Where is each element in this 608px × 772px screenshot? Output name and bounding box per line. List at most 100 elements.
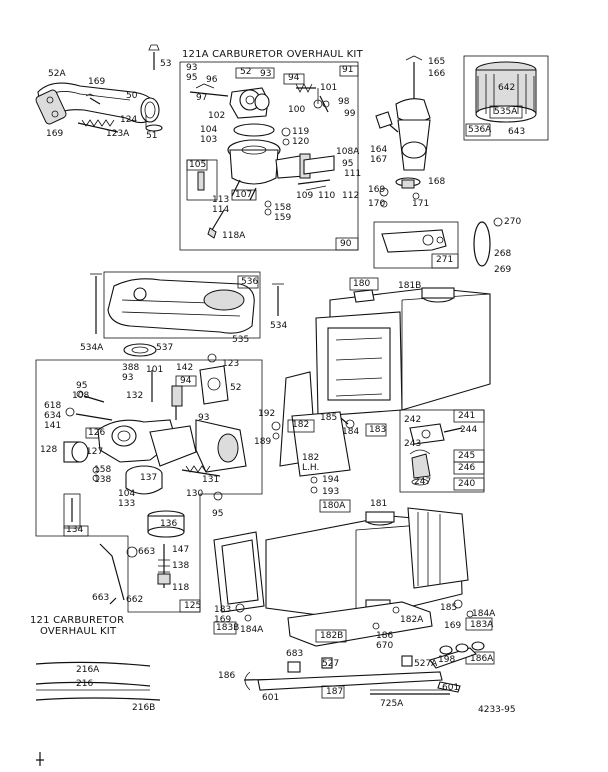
callout-171: 171 [412, 199, 430, 209]
callout-91: 91 [342, 65, 354, 75]
callout-95c: 95 [76, 381, 88, 391]
callout-100: 100 [288, 105, 306, 115]
callout-127: 127 [86, 447, 104, 457]
callout-216b: 216B [132, 703, 156, 713]
callout-101b: 101 [146, 365, 164, 375]
callout-169: 169 [88, 77, 106, 87]
callout-683: 683 [286, 649, 304, 659]
callout-110: 110 [318, 191, 336, 201]
callout-166: 166 [428, 69, 446, 79]
callout-536: 536 [241, 277, 259, 287]
fuel-tank-180 [315, 277, 491, 437]
callout-535: 535 [232, 335, 250, 345]
callout-133: 133 [118, 499, 136, 509]
callout-193: 193 [322, 487, 340, 497]
callout-246: 246 [458, 463, 476, 473]
callout-128: 128 [40, 445, 58, 455]
carburetor-kit-121a [179, 61, 359, 251]
callout-95d: 95 [212, 509, 224, 519]
callout-114: 114 [212, 205, 230, 215]
callout-670: 670 [376, 641, 394, 651]
callout-169e: 169 [444, 621, 462, 631]
callout-167: 167 [370, 155, 388, 165]
callout-388: 388 [122, 363, 140, 373]
callout-99: 99 [344, 109, 356, 119]
callout-50: 50 [126, 91, 138, 101]
callout-108a: 108A [336, 147, 360, 157]
callout-192: 192 [258, 409, 276, 419]
callout-108: 108 [72, 391, 90, 401]
callout-534a: 534A [80, 343, 104, 353]
callout-104: 104 [200, 125, 218, 135]
callout-94: 94 [288, 73, 300, 83]
callout-53: 53 [160, 59, 172, 69]
callout-536a: 536A [468, 125, 492, 135]
callout-271: 271 [436, 255, 454, 265]
callout-105: 105 [189, 160, 207, 170]
callout-537: 537 [156, 343, 174, 353]
callout-183b2: 183B [216, 623, 240, 633]
callout-131: 131 [202, 475, 220, 485]
callout-663: 663 [138, 547, 156, 557]
callout-126: 126 [88, 428, 106, 438]
callout-159: 159 [274, 213, 292, 223]
callout-97: 97 [196, 93, 208, 103]
callout-182-lh: L.H. [302, 463, 320, 473]
carburetor-main [35, 353, 263, 613]
kit-121a-title: 121A CARBURETOR OVERHAUL KIT [182, 49, 363, 60]
callout-165: 165 [428, 57, 446, 67]
callout-184: 184 [342, 427, 360, 437]
fuel-valve-assembly [375, 55, 431, 208]
callout-194: 194 [322, 475, 340, 485]
callout-184a-right: 184A [472, 609, 496, 619]
callout-142: 142 [176, 363, 194, 373]
callout-535a: 535A [494, 107, 518, 117]
callout-51: 51 [146, 131, 158, 141]
callout-130: 130 [186, 489, 204, 499]
fuel-lines [35, 641, 485, 701]
callout-118: 118 [172, 583, 190, 593]
callout-134: 134 [66, 525, 84, 535]
callout-113: 113 [212, 195, 230, 205]
callout-618: 618 [44, 401, 62, 411]
callout-120: 120 [292, 137, 310, 147]
callout-132b: 182 [292, 420, 310, 430]
callout-240: 240 [458, 479, 476, 489]
callout-527a: 527A [414, 659, 438, 669]
callout-138b: 138 [172, 561, 190, 571]
callout-269: 269 [494, 265, 512, 275]
callout-118a: 118A [222, 231, 246, 241]
callout-96: 96 [206, 75, 218, 85]
corner-mark [36, 752, 44, 766]
callout-198: 198 [438, 655, 456, 665]
callout-187: 187 [326, 687, 344, 697]
callout-634: 634 [44, 411, 62, 421]
valve-assembly-240 [399, 409, 485, 493]
callout-642: 642 [498, 83, 516, 93]
callout-168: 168 [428, 177, 446, 187]
bracket-271 [373, 221, 459, 269]
fuel-tank-180a [213, 499, 495, 665]
callout-104b: 104 [118, 489, 136, 499]
callout-244: 244 [460, 425, 478, 435]
callout-662: 662 [126, 595, 144, 605]
callout-138: 138 [94, 475, 112, 485]
callout-95: 95 [186, 73, 198, 83]
callout-182b: 182B [320, 631, 344, 641]
callout-102: 102 [208, 111, 226, 121]
callout-180: 180 [353, 279, 371, 289]
callout-181b: 181B [398, 281, 422, 291]
callout-98: 98 [338, 97, 350, 107]
callout-111: 111 [344, 169, 362, 179]
callout-123a: 123A [106, 129, 130, 139]
air-cleaner-642 [463, 55, 549, 141]
callout-141: 141 [44, 421, 62, 431]
callout-94b: 94 [180, 376, 192, 386]
callout-123: 123 [222, 359, 240, 369]
callout-107: 107 [235, 190, 253, 200]
callout-93b: 93 [260, 69, 272, 79]
callout-52c: 52 [230, 383, 242, 393]
callout-95b: 95 [342, 159, 354, 169]
callout-52a: 52A [48, 69, 66, 79]
callout-186: 186 [376, 631, 394, 641]
